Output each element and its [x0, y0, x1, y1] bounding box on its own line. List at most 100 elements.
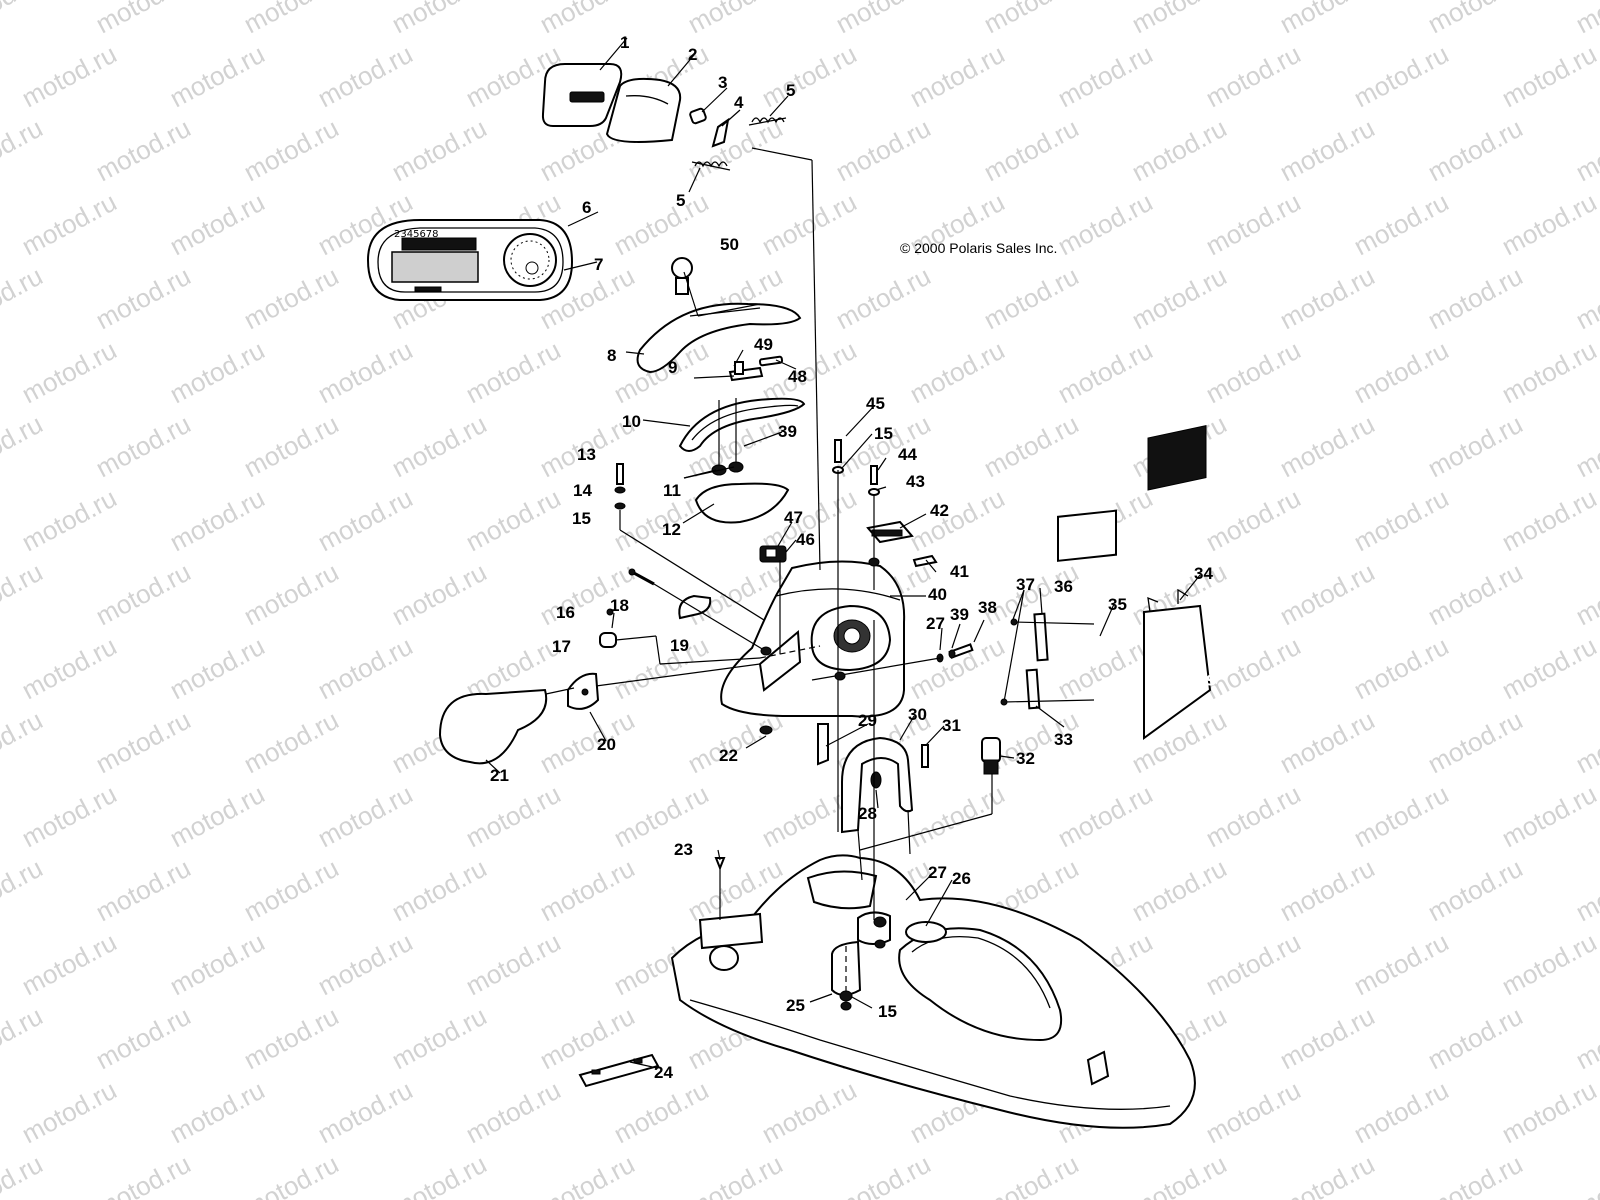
- watermark-text: motod.ru: [1497, 335, 1600, 410]
- watermark-text: motod.ru: [609, 1075, 714, 1150]
- watermark-text: motod.ru: [387, 557, 492, 632]
- callout-30: 30: [908, 705, 927, 724]
- watermark-text: motod.ru: [1127, 261, 1232, 336]
- callout-5b: 5: [676, 191, 685, 210]
- watermark-text: motod.ru: [461, 483, 566, 558]
- watermark-text: motod.ru: [91, 557, 196, 632]
- watermark-text: motod.ru: [1571, 853, 1600, 928]
- watermark-text: motod.ru: [0, 1149, 47, 1200]
- watermark-text: motod.ru: [609, 779, 714, 854]
- watermark-text: motod.ru: [0, 409, 47, 484]
- gauge-cluster-icon: 2345678: [366, 219, 574, 301]
- watermark-text: motod.ru: [313, 483, 418, 558]
- hull-hardware: [606, 557, 887, 1011]
- watermark-text: motod.ru: [1497, 1075, 1600, 1150]
- callout-41: 41: [950, 562, 969, 581]
- watermark-text: motod.ru: [683, 113, 788, 188]
- watermark-text: motod.ru: [239, 113, 344, 188]
- watermark-text: motod.ru: [387, 409, 492, 484]
- watermark-text: motod.ru: [1571, 705, 1600, 780]
- watermark-text: motod.ru: [1349, 631, 1454, 706]
- watermark-text: motod.ru: [1201, 631, 1306, 706]
- watermark-text: motod.ru: [609, 631, 714, 706]
- watermark-text: motod.ru: [387, 853, 492, 928]
- watermark-text: motod.ru: [905, 631, 1010, 706]
- callout-12: 12: [662, 520, 681, 539]
- watermark-text: motod.ru: [17, 927, 122, 1002]
- callout-48: 48: [788, 367, 807, 386]
- watermark-text: motod.ru: [91, 261, 196, 336]
- watermark-text: motod.ru: [1349, 39, 1454, 114]
- watermark-text: motod.ru: [165, 483, 270, 558]
- watermark-text: motod.ru: [165, 779, 270, 854]
- callout-5a: 5: [786, 81, 795, 100]
- watermark-text: motod.ru: [1497, 927, 1600, 1002]
- callout-40: 40: [928, 585, 947, 604]
- watermark-text: motod.ru: [461, 779, 566, 854]
- watermark-text: motod.ru: [1571, 1149, 1600, 1200]
- callout-15b: 15: [874, 424, 893, 443]
- callout-39b: 39: [950, 605, 969, 624]
- watermark-text: motod.ru: [461, 335, 566, 410]
- part-9-bracket: [728, 361, 764, 382]
- watermark-text: motod.ru: [1423, 409, 1528, 484]
- callout-49: 49: [754, 335, 773, 354]
- watermark-text: motod.ru: [313, 779, 418, 854]
- watermark-text: motod.ru: [461, 927, 566, 1002]
- watermark-text: motod.ru: [1275, 705, 1380, 780]
- callout-15c: 15: [878, 1002, 897, 1021]
- part-4-pin: [711, 117, 730, 148]
- callout-labels: 1 2 3 4 5 5 6 7 8 9 10 11 12 13 14 15 15…: [490, 33, 1213, 1082]
- part-34-decal: POLARIS: [1143, 425, 1218, 740]
- watermark-text: motod.ru: [239, 1001, 344, 1076]
- part-33-strap: [1025, 668, 1041, 710]
- part-5-spring-upper: [748, 117, 787, 126]
- callout-46: 46: [796, 530, 815, 549]
- watermark-text: motod.ru: [905, 335, 1010, 410]
- callout-22: 22: [719, 746, 738, 765]
- part-5-spring-lower: [691, 161, 731, 171]
- watermark-text: motod.ru: [1423, 557, 1528, 632]
- watermark-text: motod.ru: [1275, 0, 1380, 39]
- watermark-text: motod.ru: [387, 1001, 492, 1076]
- watermark-text: motod.ru: [17, 187, 122, 262]
- watermark-text: motod.ru: [17, 483, 122, 558]
- callout-15a: 15: [572, 509, 591, 528]
- watermark-text: motod.ru: [313, 39, 418, 114]
- watermark-text: motod.ru: [979, 261, 1084, 336]
- watermark-text: motod.ru: [1571, 557, 1600, 632]
- watermark-text: motod.ru: [91, 113, 196, 188]
- watermark-text: motod.ru: [1275, 557, 1380, 632]
- part-10-pad: [678, 397, 806, 452]
- watermark-text: motod.ru: [1201, 927, 1306, 1002]
- watermark-text: motod.ru: [1497, 39, 1600, 114]
- watermark-text: motod.ru: [1275, 1001, 1380, 1076]
- watermark-text: motod.ru: [1127, 1149, 1232, 1200]
- watermark-text: motod.ru: [91, 1149, 196, 1200]
- watermark-text: motod.ru: [979, 113, 1084, 188]
- watermark-text: motod.ru: [1053, 39, 1158, 114]
- watermark-text: motod.ru: [0, 705, 47, 780]
- watermark-text: motod.ru: [1349, 483, 1454, 558]
- callout-14: 14: [573, 481, 592, 500]
- callout-33: 33: [1054, 730, 1073, 749]
- callout-17: 17: [552, 637, 571, 656]
- watermark-text: motod.ru: [831, 261, 936, 336]
- watermark-text: motod.ru: [831, 113, 936, 188]
- watermark-text: motod.ru: [535, 1149, 640, 1200]
- watermark-text: motod.ru: [165, 1075, 270, 1150]
- watermark-text: motod.ru: [1423, 1149, 1528, 1200]
- speedometer-icon: [503, 233, 557, 287]
- part-13-bolt: [614, 463, 626, 510]
- watermark-text: motod.ru: [1571, 409, 1600, 484]
- callout-47: 47: [784, 508, 803, 527]
- watermark-text: motod.ru: [0, 853, 47, 928]
- callout-11: 11: [663, 481, 681, 500]
- callout-50: 50: [720, 235, 739, 254]
- callout-6: 6: [582, 198, 591, 217]
- callout-35: 35: [1108, 595, 1127, 614]
- watermark-text: motod.ru: [1349, 1075, 1454, 1150]
- part-12-plate: [694, 482, 790, 524]
- callout-7: 7: [594, 255, 603, 274]
